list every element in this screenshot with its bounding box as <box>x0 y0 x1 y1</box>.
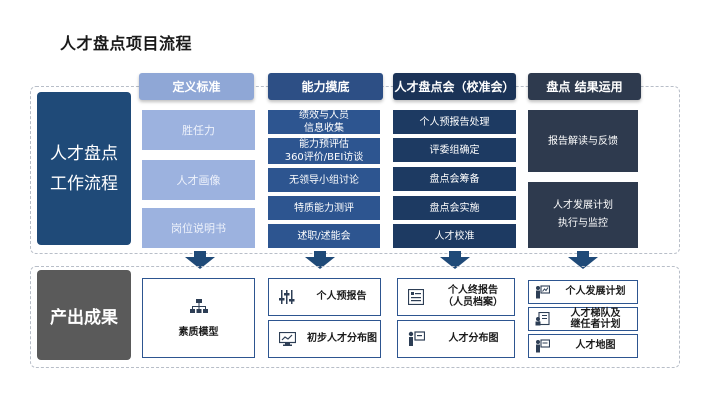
down-arrow-icon <box>440 251 470 269</box>
process-label-box: 人才盘点 工作流程 <box>37 92 131 245</box>
output-label: 个人终报告 <box>448 285 498 296</box>
cell-competency: 胜任力 <box>142 110 255 150</box>
output-label: 人才梯队及 <box>570 308 621 319</box>
column-header-define-standards: 定义标准 <box>139 73 254 100</box>
cell-text: 信息收集 <box>304 123 344 134</box>
output-talent-map: 人才地图 <box>528 334 638 358</box>
presenter-board-icon <box>408 331 425 346</box>
monitor-chart-icon <box>279 332 296 346</box>
document-list-icon <box>408 289 424 305</box>
output-competency-model: 素质模型 <box>142 278 255 358</box>
cell-pre-report-processing: 个人预报告处理 <box>393 110 516 134</box>
output-label: 初步人才分布图 <box>307 333 377 344</box>
cell-development-plan: 人才发展计划 执行与监控 <box>528 182 638 248</box>
output-personal-prereport: 个人预报告 <box>268 278 381 316</box>
cell-text: 人才发展计划 <box>553 200 613 211</box>
cell-talent-calibration: 人才校准 <box>393 224 516 248</box>
process-label-line1: 人才盘点 <box>50 143 118 164</box>
cell-report-feedback: 报告解读与反馈 <box>528 110 638 172</box>
cell-text: 述职/述能会 <box>297 230 351 242</box>
cell-meeting-implementation: 盘点会实施 <box>393 196 516 220</box>
output-label: 个人预报告 <box>316 291 367 302</box>
output-talent-pipeline: 人才梯队及 继任者计划 <box>528 307 638 331</box>
output-label-group: 个人终报告 （人员档案） <box>432 285 514 309</box>
column-header-capability: 能力摸底 <box>268 73 383 100</box>
output-label: （人员档案） <box>443 297 503 308</box>
page-title: 人才盘点项目流程 <box>60 34 193 53</box>
output-final-report: 个人终报告 （人员档案） <box>397 278 515 316</box>
cell-text: 能力预评估 <box>299 139 349 150</box>
presenter-chart-icon <box>536 285 550 299</box>
cell-judges-confirmation: 评委组确定 <box>393 138 516 162</box>
person-board-icon <box>536 339 550 353</box>
cell-capability-preassessment: 能力预评估 360评价/BEI访谈 <box>268 138 380 164</box>
cell-text: 执行与监控 <box>558 218 608 229</box>
output-label: 人才分布图 <box>448 333 499 344</box>
output-talent-distribution: 人才分布图 <box>397 320 515 358</box>
output-individual-development-plan: 个人发展计划 <box>528 280 638 304</box>
output-label: 继任者计划 <box>570 319 621 330</box>
people-doc-icon <box>535 312 550 326</box>
cell-trait-assessment: 特质能力测评 <box>268 196 380 220</box>
output-section-frame <box>30 266 680 368</box>
org-chart-icon <box>189 298 208 313</box>
cell-text: 无领导小组讨论 <box>289 174 359 186</box>
cell-debriefing-meeting: 述职/述能会 <box>268 224 380 248</box>
output-label-group: 人才梯队及 继任者计划 <box>554 308 637 330</box>
cell-leaderless-discussion: 无领导小组讨论 <box>268 168 380 192</box>
column-header-results: 盘点 结果运用 <box>528 73 641 100</box>
output-label-box: 产出成果 <box>37 270 131 360</box>
cell-text: 360评价/BEI访谈 <box>284 152 364 163</box>
cell-performance-collection: 绩效与人员 信息收集 <box>268 110 380 134</box>
cell-meeting-preparation: 盘点会筹备 <box>393 167 516 191</box>
output-label: 个人发展计划 <box>565 286 626 297</box>
cell-talent-portrait: 人才画像 <box>142 160 255 200</box>
sliders-icon <box>279 290 295 304</box>
cell-text: 特质能力测评 <box>294 202 354 214</box>
column-header-calibration: 人才盘点会（校准会） <box>393 73 516 100</box>
output-label: 素质模型 <box>178 326 219 338</box>
cell-job-description: 岗位说明书 <box>142 208 255 248</box>
cell-text: 绩效与人员 <box>299 110 349 121</box>
output-initial-distribution: 初步人才分布图 <box>268 320 381 358</box>
process-label-line2: 工作流程 <box>50 173 118 194</box>
down-arrow-icon <box>185 251 215 269</box>
output-label: 人才地图 <box>575 340 616 351</box>
down-arrow-icon <box>305 251 335 269</box>
down-arrow-icon <box>568 251 598 269</box>
